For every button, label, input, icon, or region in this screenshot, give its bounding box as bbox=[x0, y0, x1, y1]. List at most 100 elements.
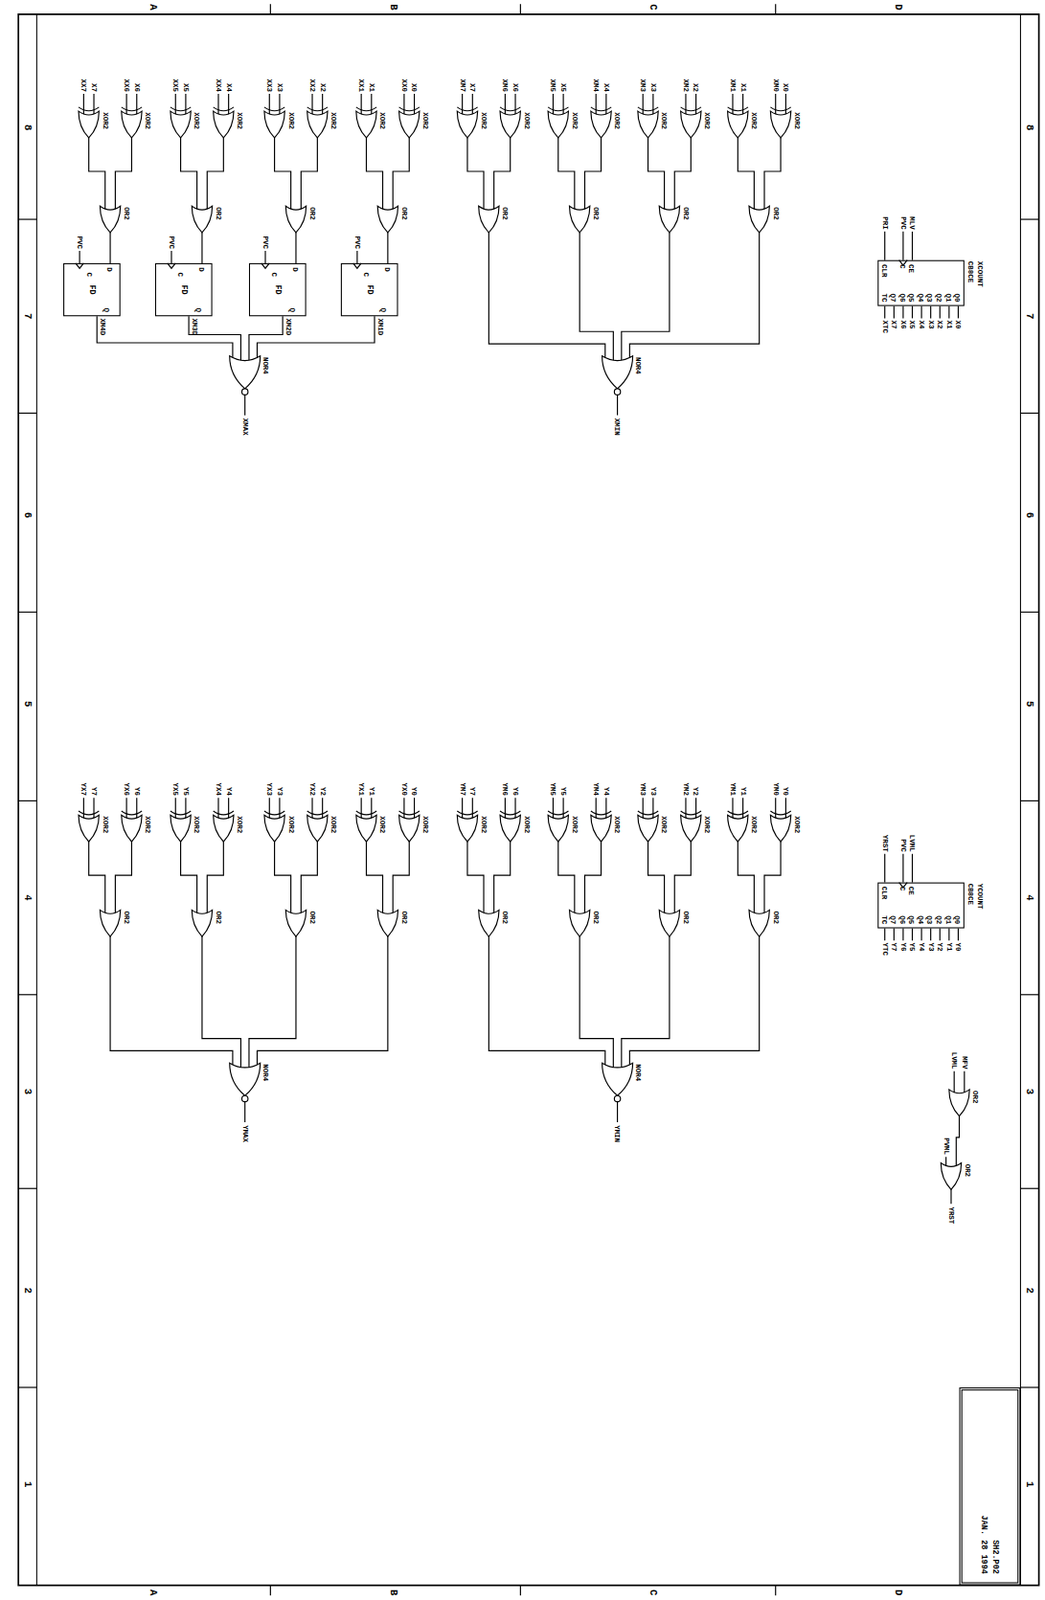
output-lead bbox=[957, 306, 959, 319]
part-type: CB8CE bbox=[966, 884, 976, 906]
wire bbox=[181, 137, 198, 212]
signal-name: YM7 bbox=[457, 783, 467, 796]
xor-arc bbox=[121, 811, 142, 816]
gate-type: XOR2 bbox=[703, 816, 712, 834]
pin-name: CLR bbox=[879, 264, 888, 277]
zone-letter: A bbox=[147, 1590, 160, 1596]
clock-lead bbox=[356, 250, 358, 264]
xor-arc bbox=[727, 107, 749, 112]
zone-number: 3 bbox=[22, 1089, 34, 1095]
signal-name: XM0 bbox=[771, 78, 780, 91]
xor-gate bbox=[727, 815, 749, 842]
part-type: FD bbox=[364, 284, 374, 295]
wire bbox=[467, 841, 484, 916]
signal-name: Y2 bbox=[935, 942, 945, 952]
pin-name: C bbox=[898, 886, 908, 891]
input-lead bbox=[684, 797, 686, 819]
input-lead bbox=[884, 854, 886, 884]
wire bbox=[249, 316, 283, 363]
xor-gate bbox=[770, 815, 791, 842]
pin-name: TC bbox=[879, 915, 888, 925]
output-lead bbox=[930, 929, 932, 942]
or-gate bbox=[99, 205, 120, 233]
xor-gate bbox=[78, 111, 99, 138]
gate-type: XOR2 bbox=[522, 816, 532, 834]
signal-name: XX1 bbox=[357, 78, 366, 91]
signal-name: X0 bbox=[409, 83, 419, 92]
signal-name: X4 bbox=[224, 83, 233, 92]
signal-name: Y2 bbox=[691, 787, 701, 796]
input-lead bbox=[605, 93, 607, 115]
or-gate bbox=[191, 205, 212, 233]
output-lead bbox=[948, 929, 950, 942]
zone-number: 5 bbox=[1023, 701, 1036, 707]
input-lead bbox=[785, 797, 787, 819]
pin-name: CE bbox=[907, 264, 916, 273]
output-lead bbox=[957, 929, 959, 942]
gate-type: XOR2 bbox=[749, 112, 759, 130]
output-lead bbox=[950, 1189, 952, 1205]
output-name: XMIN bbox=[613, 418, 622, 436]
inversion-bubble bbox=[613, 388, 620, 395]
signal-name: LVML bbox=[950, 1052, 959, 1070]
gate-type: XOR2 bbox=[235, 112, 245, 130]
wire bbox=[109, 232, 111, 264]
input-lead bbox=[563, 93, 565, 115]
pin-name: Q7 bbox=[888, 915, 898, 925]
input-lead bbox=[321, 93, 323, 115]
input-lead bbox=[902, 231, 904, 261]
gate-type: OR2 bbox=[308, 206, 318, 220]
pin-name: Q bbox=[379, 308, 388, 313]
signal-name: YX4 bbox=[214, 783, 224, 796]
zone-tick bbox=[18, 994, 37, 996]
input-lead bbox=[642, 797, 644, 819]
input-lead bbox=[361, 93, 363, 115]
output-lead bbox=[616, 1102, 618, 1123]
gate-type: OR2 bbox=[681, 910, 691, 924]
zone-tick bbox=[1020, 1188, 1039, 1190]
flip-flop-box: FDDCQ bbox=[155, 263, 213, 317]
clock-lead bbox=[264, 250, 266, 264]
input-lead bbox=[83, 797, 85, 819]
wire bbox=[249, 936, 296, 1070]
signal-name: PVC bbox=[899, 216, 909, 229]
wire bbox=[110, 936, 233, 1070]
or-gate bbox=[749, 205, 770, 233]
zone-tick bbox=[18, 1386, 37, 1388]
gate-type: XOR2 bbox=[286, 816, 296, 834]
wire bbox=[674, 841, 691, 916]
signal-name: MFV bbox=[960, 1056, 970, 1069]
xor-gate bbox=[456, 111, 478, 138]
signal-name: XM5 bbox=[548, 78, 558, 91]
gate-type: XOR2 bbox=[570, 112, 580, 130]
signal-name: X0 bbox=[954, 320, 963, 330]
gate-type: OR2 bbox=[591, 206, 601, 220]
signal-name: PVC bbox=[899, 839, 909, 852]
gate-type: XOR2 bbox=[143, 112, 153, 130]
wire bbox=[392, 841, 409, 916]
signal-name: X3 bbox=[649, 83, 659, 92]
xor-gate bbox=[499, 111, 521, 138]
input-lead bbox=[278, 797, 280, 819]
input-lead bbox=[774, 797, 776, 819]
signal-name: MLV bbox=[908, 216, 917, 229]
zone-tick bbox=[1020, 412, 1039, 414]
input-lead bbox=[184, 797, 186, 819]
zone-tick bbox=[1020, 800, 1039, 802]
input-lead bbox=[552, 797, 554, 819]
input-lead bbox=[136, 93, 137, 115]
input-lead bbox=[652, 797, 654, 819]
zone-tick bbox=[18, 1188, 37, 1190]
input-lead bbox=[731, 797, 733, 819]
gate-type: XOR2 bbox=[421, 816, 431, 834]
zone-number: 1 bbox=[1023, 1481, 1036, 1488]
signal-name: YX1 bbox=[357, 783, 366, 796]
xor-arc bbox=[399, 811, 420, 816]
input-lead bbox=[514, 797, 516, 819]
pin-name: Q7 bbox=[888, 293, 898, 302]
or-gate bbox=[191, 909, 212, 937]
gate-type: XOR2 bbox=[235, 816, 245, 834]
or-gate bbox=[658, 909, 680, 937]
output-lead bbox=[939, 306, 941, 319]
zone-number: 6 bbox=[1023, 512, 1036, 519]
